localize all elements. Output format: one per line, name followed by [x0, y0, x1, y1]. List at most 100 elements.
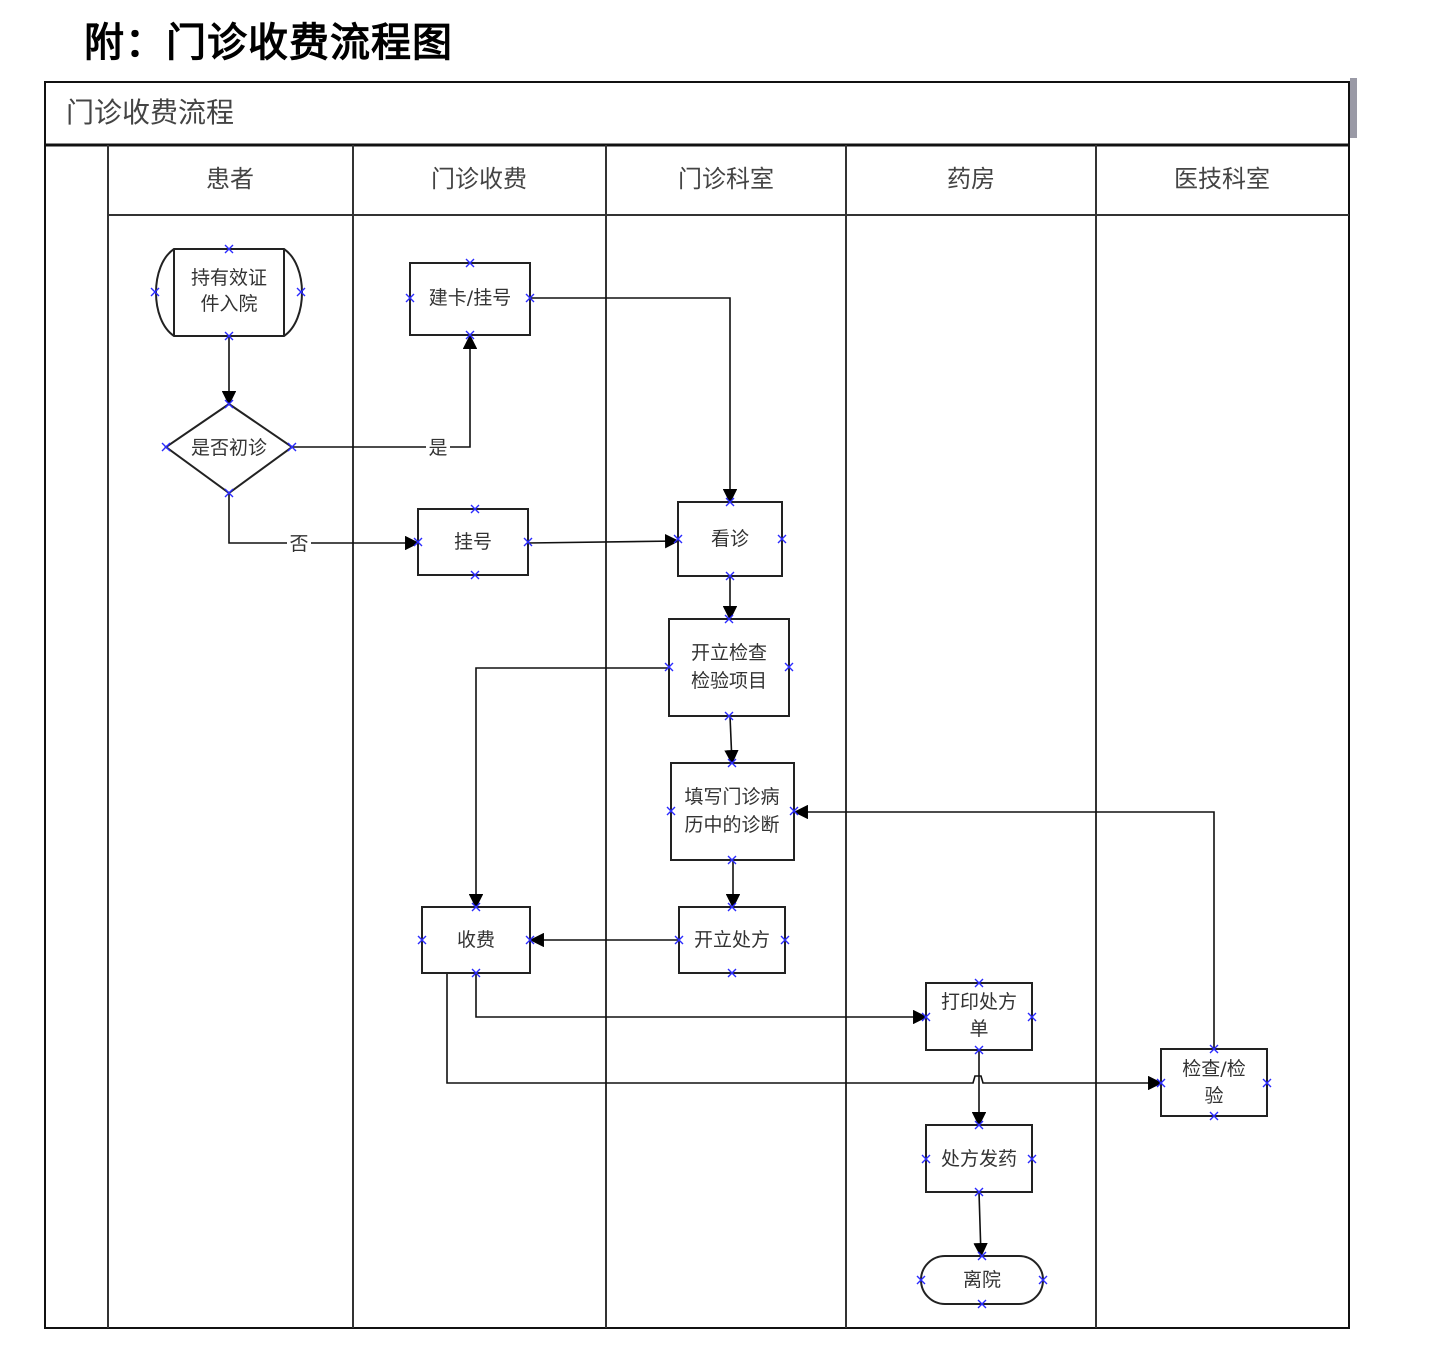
- connection-point-marker: [296, 287, 306, 297]
- edge-order-to-charge: [468, 667, 669, 909]
- connection-point-marker: [1156, 1078, 1166, 1088]
- edge-decision-yes: [292, 334, 478, 448]
- connection-point-marker: [974, 978, 984, 988]
- connection-point-marker: [789, 806, 799, 816]
- connection-point-marker: [465, 258, 475, 268]
- connection-point-marker: [1038, 1275, 1048, 1285]
- connection-point-marker: [777, 534, 787, 544]
- edge-charge-to-exam: [446, 974, 1163, 1091]
- node-start-line2: 件入院: [200, 293, 257, 315]
- connection-point-marker: [405, 293, 415, 303]
- edge-register-to-consult: [527, 533, 680, 549]
- node-fill-record: 填写门诊病 历中的诊断: [670, 762, 795, 861]
- connection-point-marker: [727, 855, 737, 865]
- edge-charge-to-print: [475, 974, 928, 1025]
- node-print-rx: 打印处方 单: [925, 982, 1033, 1051]
- node-leave-label: 离院: [963, 1269, 1001, 1291]
- node-prescribe-label: 开立处方: [694, 929, 770, 951]
- node-dispense: 处方发药: [925, 1124, 1033, 1193]
- edge-order-to-record: [724, 715, 739, 765]
- lane-title-patient: 患者: [206, 165, 254, 193]
- node-leave: 离院: [920, 1255, 1044, 1305]
- connection-point-marker: [1209, 1111, 1219, 1121]
- connection-point-marker: [977, 1299, 987, 1309]
- connection-point-marker: [974, 1120, 984, 1130]
- connection-point-marker: [224, 244, 234, 254]
- connection-point-marker: [727, 758, 737, 768]
- connection-point-marker: [465, 330, 475, 340]
- node-order-exam-line1: 开立检查: [691, 642, 767, 664]
- node-exam-line1: 检查/检: [1182, 1058, 1245, 1080]
- edges: [221, 297, 1215, 1258]
- connection-point-marker: [224, 488, 234, 498]
- node-consult-label: 看诊: [711, 528, 749, 550]
- node-fill-record-line2: 历中的诊断: [684, 814, 779, 836]
- node-start: 持有效证 件入院: [155, 248, 303, 337]
- edge-dispense-to-leave: [973, 1191, 988, 1258]
- connection-point-marker: [724, 711, 734, 721]
- connection-point-marker: [224, 399, 234, 409]
- node-dispense-label: 处方发药: [941, 1148, 1017, 1170]
- connection-point-marker: [150, 287, 160, 297]
- connection-point-marker: [224, 331, 234, 341]
- connection-point-marker: [1209, 1044, 1219, 1054]
- connection-point-markers: [150, 244, 1272, 1309]
- connection-point-marker: [471, 902, 481, 912]
- connection-point-marker: [974, 1045, 984, 1055]
- swimlane-panel: 门诊收费流程: [44, 78, 1357, 1329]
- connection-point-marker: [916, 1275, 926, 1285]
- node-card-register-label: 建卡/挂号: [429, 287, 511, 309]
- node-prescribe: 开立处方: [678, 906, 786, 974]
- connection-point-marker: [727, 968, 737, 978]
- node-charge: 收费: [421, 906, 531, 974]
- lane-title-pharmacy: 药房: [947, 165, 995, 193]
- node-first-visit-label: 是否初诊: [191, 437, 267, 459]
- connection-point-marker: [287, 442, 297, 452]
- connection-point-marker: [780, 935, 790, 945]
- connection-point-marker: [725, 571, 735, 581]
- connection-point-marker: [1027, 1154, 1037, 1164]
- connection-point-marker: [784, 662, 794, 672]
- node-first-visit-decision: 是否初诊: [164, 402, 294, 495]
- connection-point-marker: [921, 1154, 931, 1164]
- node-consult: 看诊: [677, 501, 783, 577]
- edge-card-to-consult: [530, 297, 738, 504]
- edge-label-no: 否: [289, 533, 308, 555]
- connection-point-marker: [977, 1251, 987, 1261]
- connection-point-marker: [724, 614, 734, 624]
- node-exam: 检查/检 验: [1160, 1048, 1268, 1117]
- connection-point-marker: [666, 806, 676, 816]
- edge-exam-to-record: [793, 804, 1215, 1049]
- connection-point-marker: [417, 935, 427, 945]
- node-fill-record-line1: 填写门诊病: [684, 786, 779, 808]
- connection-point-marker: [673, 534, 683, 544]
- panel-title: 门诊收费流程: [66, 96, 234, 129]
- connection-point-marker: [525, 935, 535, 945]
- connection-point-marker: [413, 537, 423, 547]
- edge-decision-no: [228, 493, 420, 551]
- node-order-exam-line2: 检验项目: [691, 670, 767, 692]
- connection-point-marker: [1027, 1012, 1037, 1022]
- connection-point-marker: [674, 935, 684, 945]
- connection-point-marker: [725, 497, 735, 507]
- connection-point-marker: [921, 1012, 931, 1022]
- connection-point-marker: [664, 662, 674, 672]
- connection-point-marker: [523, 537, 533, 547]
- lane-title-medtech: 医技科室: [1174, 165, 1270, 193]
- connection-point-marker: [974, 1187, 984, 1197]
- connection-point-marker: [161, 442, 171, 452]
- connection-point-marker: [727, 902, 737, 912]
- node-register: 挂号: [417, 508, 529, 576]
- connection-point-marker: [470, 570, 480, 580]
- node-print-rx-line2: 单: [969, 1018, 988, 1040]
- connection-point-marker: [525, 293, 535, 303]
- lane-title-cashier: 门诊收费: [431, 165, 527, 193]
- lane-title-clinic: 门诊科室: [678, 165, 774, 193]
- connection-point-marker: [1262, 1078, 1272, 1088]
- node-print-rx-line1: 打印处方: [941, 991, 1017, 1013]
- node-card-register: 建卡/挂号: [409, 262, 531, 336]
- node-order-exam: 开立检查 检验项目: [668, 618, 790, 717]
- edge-label-yes: 是: [428, 437, 447, 459]
- node-register-label: 挂号: [454, 531, 492, 553]
